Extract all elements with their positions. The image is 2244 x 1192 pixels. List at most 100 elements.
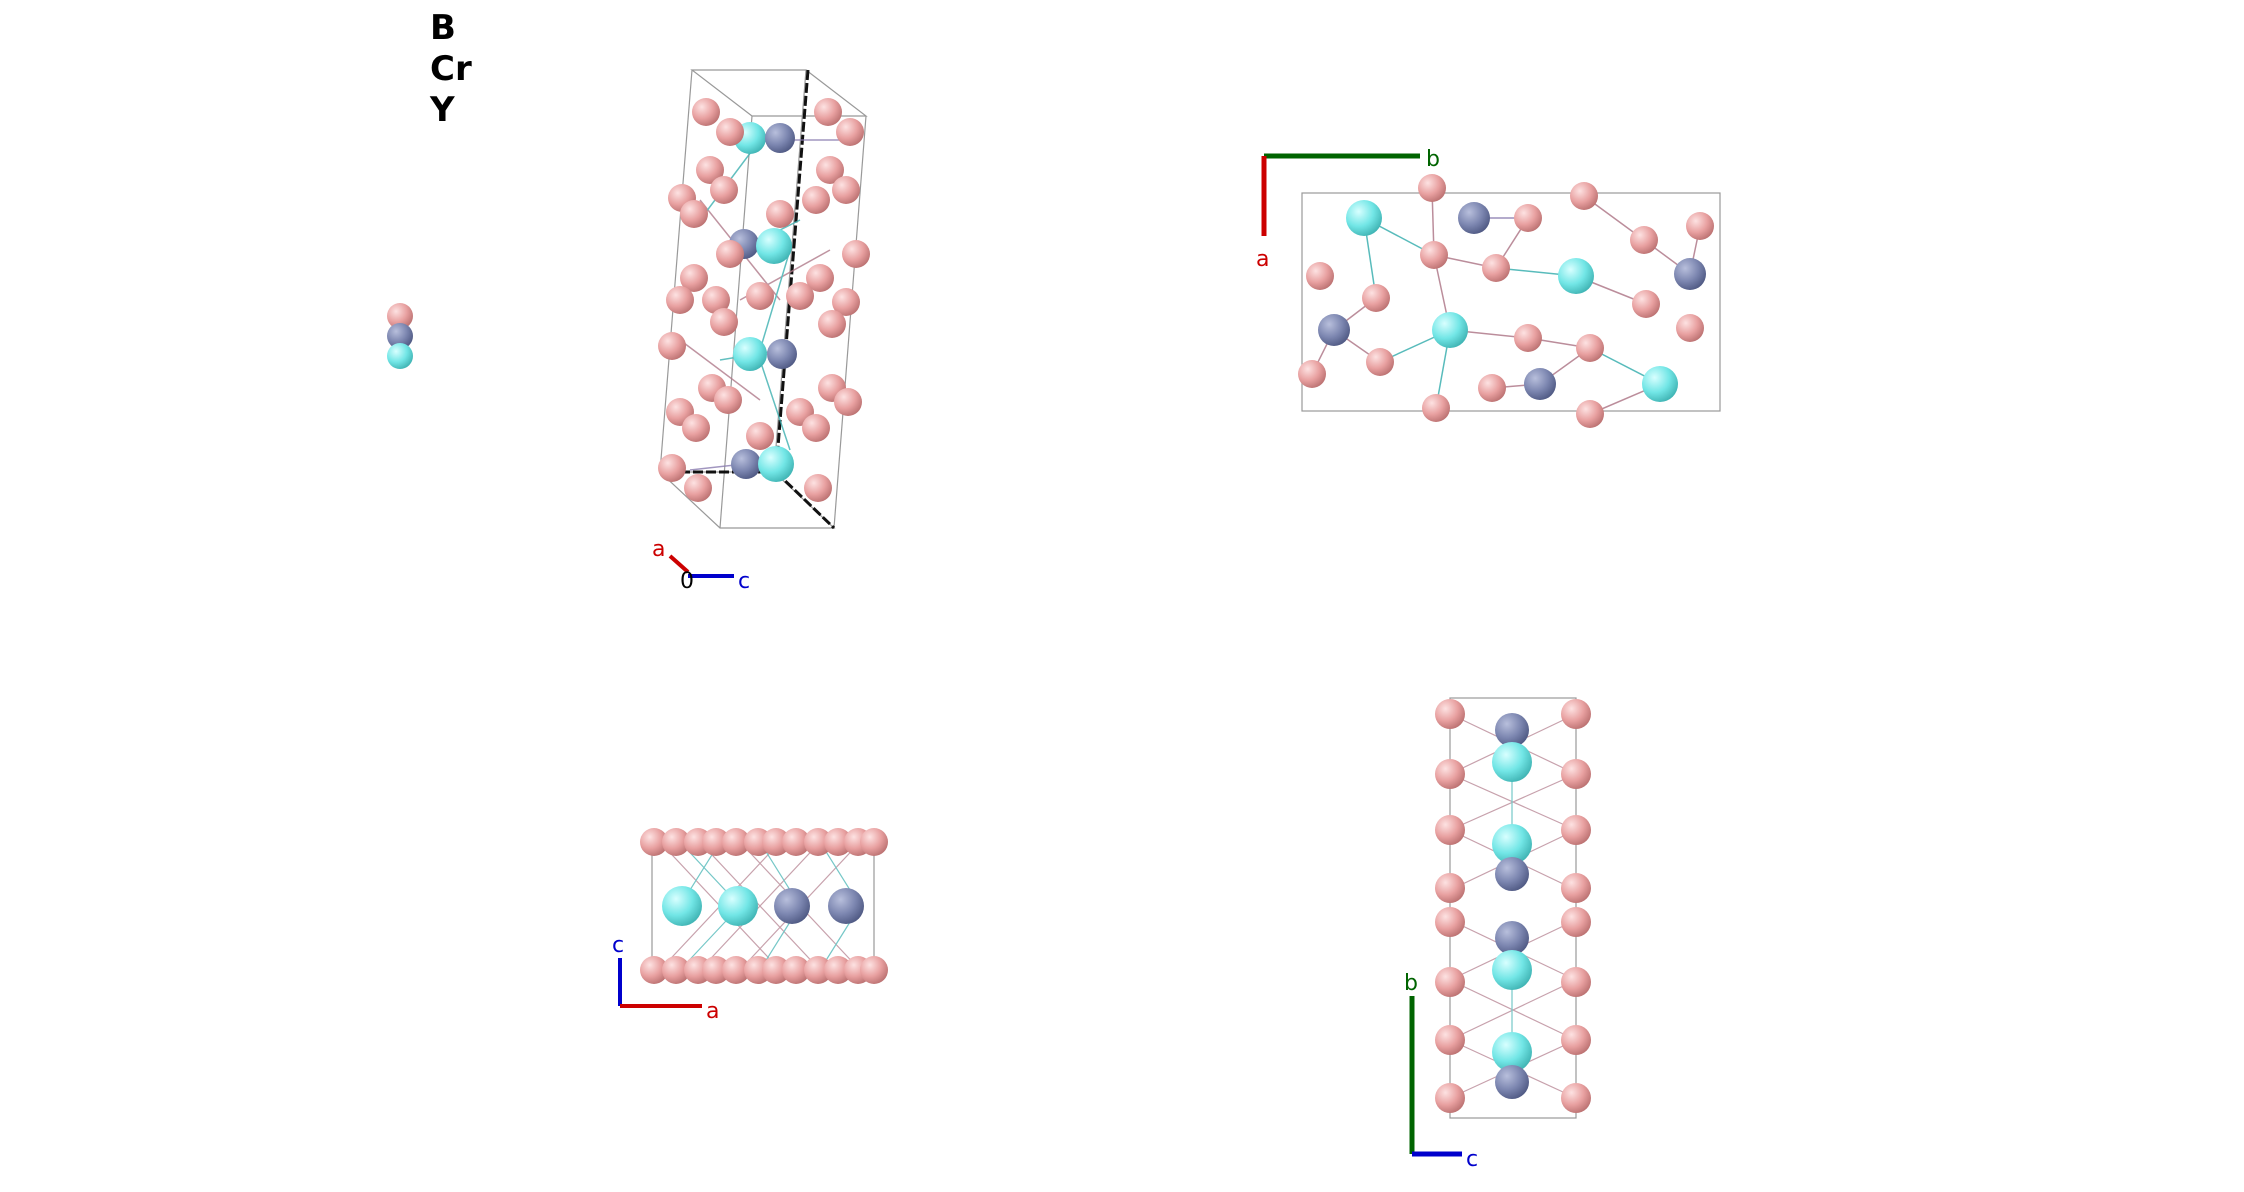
atom-b	[762, 828, 790, 856]
atom-b	[716, 118, 744, 146]
legend-swatch-group	[387, 303, 413, 369]
atom-cr	[1458, 202, 1490, 234]
axis-a-line	[668, 554, 690, 574]
atom-b	[802, 414, 830, 442]
axis-indicator-side-ca: c a	[612, 933, 719, 1024]
atom-b	[1420, 241, 1448, 269]
atom-b	[662, 956, 690, 984]
view-side-ca: c a	[612, 828, 888, 1024]
bonds	[1449, 713, 1577, 1099]
atom-b	[786, 282, 814, 310]
atom-cr	[1318, 314, 1350, 346]
atom-b	[1482, 254, 1510, 282]
atom-b	[1514, 324, 1542, 352]
atom-cr	[1495, 857, 1529, 891]
atom-cr	[828, 888, 864, 924]
atom-b	[696, 156, 724, 184]
atom-b	[666, 286, 694, 314]
atom-y	[718, 886, 758, 926]
atom-b	[1576, 334, 1604, 362]
atom-b	[832, 176, 860, 204]
atom-b	[1362, 284, 1390, 312]
atom-b	[1435, 759, 1465, 789]
atom-b	[1561, 907, 1591, 937]
atoms	[658, 98, 870, 502]
atom-b	[714, 386, 742, 414]
legend-label-b: B	[430, 8, 456, 48]
axis-b-label: b	[1404, 971, 1418, 996]
atom-b	[1435, 815, 1465, 845]
atom-b	[1576, 400, 1604, 428]
atom-b	[684, 474, 712, 502]
atom-b	[1632, 290, 1660, 318]
atom-b	[640, 956, 668, 984]
axis-a-label: a	[652, 537, 665, 562]
atom-b	[1561, 1083, 1591, 1113]
atom-b	[1570, 182, 1598, 210]
view-perspective: a 0 c	[652, 69, 870, 594]
atom-b	[762, 956, 790, 984]
atom-b	[710, 308, 738, 336]
atom-b	[722, 828, 750, 856]
atom-y	[1492, 950, 1532, 990]
atom-y	[758, 446, 794, 482]
axis-c-label: c	[738, 569, 750, 594]
atom-b	[804, 474, 832, 502]
atom-b	[746, 422, 774, 450]
atom-b	[814, 98, 842, 126]
legend-swatch-y	[387, 343, 413, 369]
axis-b-label: b	[1426, 147, 1440, 172]
atom-b	[832, 288, 860, 316]
atom-b	[1366, 348, 1394, 376]
atom-b	[702, 956, 730, 984]
axis-indicator-top: b a	[1256, 147, 1440, 272]
legend-label-y: Y	[430, 90, 455, 130]
atom-b	[1514, 204, 1542, 232]
atom-y	[756, 228, 792, 264]
atom-b	[782, 956, 810, 984]
atom-b	[1561, 815, 1591, 845]
atom-y	[733, 337, 767, 371]
atom-b	[1561, 873, 1591, 903]
atom-cr	[765, 123, 795, 153]
axis-indicator-perspective: a 0 c	[652, 537, 750, 594]
atom-b	[746, 282, 774, 310]
atom-b	[1435, 967, 1465, 997]
axis-a-label: a	[1256, 247, 1269, 272]
atom-y	[1492, 824, 1532, 864]
atom-b	[682, 414, 710, 442]
atom-b	[716, 240, 744, 268]
atom-b	[804, 828, 832, 856]
atom-b	[1435, 1025, 1465, 1055]
atom-b	[1435, 1083, 1465, 1113]
atom-y	[1642, 366, 1678, 402]
legend-swatch-b	[387, 303, 413, 329]
atom-b	[658, 454, 686, 482]
atom-y	[1492, 742, 1532, 782]
atoms-middle-row	[662, 886, 864, 926]
unit-cell-box	[1301, 192, 1721, 412]
atom-cr	[774, 888, 810, 924]
atom-b	[802, 186, 830, 214]
atom-b	[836, 118, 864, 146]
axis-origin-label: 0	[680, 569, 694, 594]
atom-b	[1422, 394, 1450, 422]
atom-b	[766, 200, 794, 228]
atom-b	[658, 332, 686, 360]
axis-c-label: c	[612, 933, 624, 958]
atom-b	[818, 310, 846, 338]
atom-b	[860, 956, 888, 984]
atoms-bottom-row	[640, 956, 888, 984]
atom-b	[816, 156, 844, 184]
atom-b	[806, 264, 834, 292]
legend-label-cr: Cr	[430, 49, 472, 89]
axis-a-label: a	[706, 999, 719, 1024]
atom-cr	[767, 339, 797, 369]
atom-cr	[1674, 258, 1706, 290]
atoms	[1435, 699, 1591, 1113]
atom-b	[1561, 1025, 1591, 1055]
atom-b	[710, 176, 738, 204]
atom-b	[1418, 174, 1446, 202]
atom-b	[1561, 759, 1591, 789]
